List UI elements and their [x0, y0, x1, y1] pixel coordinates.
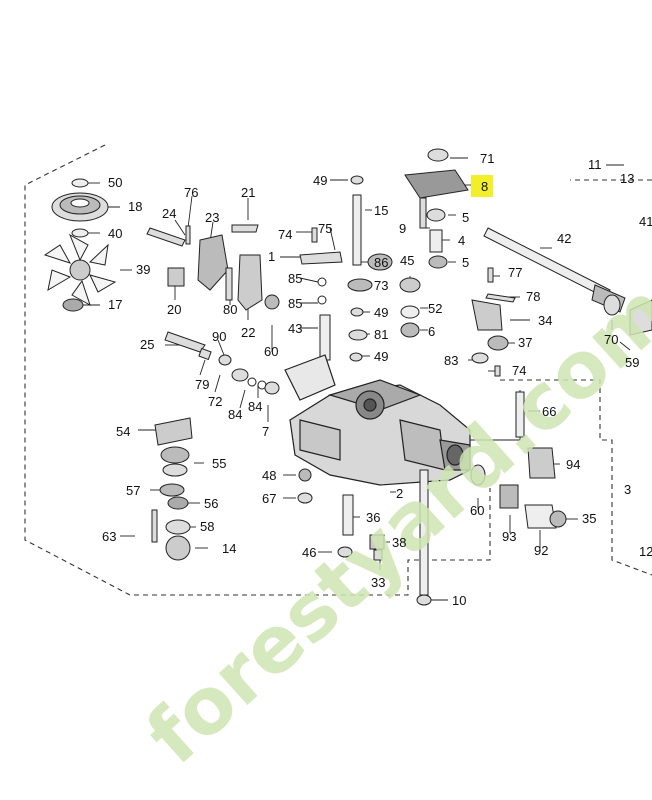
callout-12: 12	[639, 544, 652, 559]
callout-67: 67	[262, 491, 277, 506]
callout-49: 49	[313, 173, 328, 188]
callout-49: 49	[374, 305, 389, 320]
callout-73: 73	[374, 278, 389, 293]
callout-85: 85	[288, 296, 303, 311]
callout-86: 86	[374, 255, 389, 270]
callout-58: 58	[200, 519, 215, 534]
callout-5: 5	[462, 255, 470, 270]
linkage-parts	[146, 224, 280, 395]
callout-24: 24	[162, 206, 177, 221]
callout-55: 55	[212, 456, 227, 471]
callout-13: 13	[620, 171, 635, 186]
center-parts	[299, 148, 469, 362]
callout-4: 4	[458, 233, 466, 248]
callout-1: 1	[268, 249, 276, 264]
callout-41: 41	[639, 214, 652, 229]
callout-63: 63	[102, 529, 117, 544]
callout-20: 20	[167, 302, 182, 317]
callout-38: 38	[392, 535, 407, 550]
callout-25: 25	[140, 337, 155, 352]
axle-parts	[470, 227, 652, 529]
callout-66: 66	[542, 404, 557, 419]
dashed-outline	[24, 144, 652, 596]
callout-14: 14	[222, 541, 237, 556]
callout-78: 78	[526, 289, 541, 304]
callout-33: 33	[371, 575, 386, 590]
callout-90: 90	[212, 329, 227, 344]
callout-75: 75	[318, 221, 333, 236]
callout-42: 42	[557, 231, 572, 246]
callout-56: 56	[204, 496, 219, 511]
lower-parts	[151, 417, 432, 606]
cooling-fan	[43, 233, 117, 307]
callout-77: 77	[508, 265, 523, 280]
callout-21: 21	[241, 185, 256, 200]
callout-71: 71	[480, 151, 495, 166]
callout-5: 5	[462, 210, 470, 225]
callout-8: 8	[478, 179, 492, 194]
callout-6: 6	[428, 324, 436, 339]
callout-49: 49	[374, 349, 389, 364]
callout-43: 43	[288, 321, 303, 336]
callout-84: 84	[228, 407, 243, 422]
callout-39: 39	[136, 262, 151, 277]
callout-7: 7	[262, 424, 270, 439]
callout-9: 9	[399, 221, 407, 236]
callout-15: 15	[374, 203, 389, 218]
callout-81: 81	[374, 327, 389, 342]
callout-74: 74	[512, 363, 527, 378]
pulley-parts	[43, 178, 117, 312]
callout-22: 22	[241, 325, 256, 340]
callout-36: 36	[366, 510, 381, 525]
callout-40: 40	[108, 226, 123, 241]
callout-11: 11	[588, 157, 602, 172]
callout-18: 18	[128, 199, 143, 214]
callout-80: 80	[223, 302, 238, 317]
callout-45: 45	[400, 253, 415, 268]
callout-79: 79	[195, 377, 210, 392]
callout-2: 2	[396, 486, 404, 501]
callout-60: 60	[470, 503, 485, 518]
callout-37: 37	[518, 335, 533, 350]
callout-74: 74	[278, 227, 293, 242]
callout-50: 50	[108, 175, 123, 190]
callout-23: 23	[205, 210, 220, 225]
callout-85: 85	[288, 271, 303, 286]
callout-52: 52	[428, 301, 443, 316]
transmission-housing	[284, 354, 471, 486]
callout-94: 94	[566, 457, 581, 472]
callout-10: 10	[452, 593, 467, 608]
callout-92: 92	[534, 543, 549, 558]
callout-34: 34	[538, 313, 553, 328]
callout-70: 70	[604, 332, 619, 347]
callout-46: 46	[302, 545, 317, 560]
callout-60: 60	[264, 344, 279, 359]
callout-35: 35	[582, 511, 597, 526]
callout-54: 54	[116, 424, 131, 439]
callout-59: 59	[625, 355, 640, 370]
callout-48: 48	[262, 468, 277, 483]
callout-76: 76	[184, 185, 199, 200]
callout-17: 17	[108, 297, 123, 312]
callout-72: 72	[208, 394, 223, 409]
callout-83: 83	[444, 353, 459, 368]
callout-57: 57	[126, 483, 141, 498]
callout-93: 93	[502, 529, 517, 544]
callout-3: 3	[624, 482, 632, 497]
callout-84: 84	[248, 399, 263, 414]
